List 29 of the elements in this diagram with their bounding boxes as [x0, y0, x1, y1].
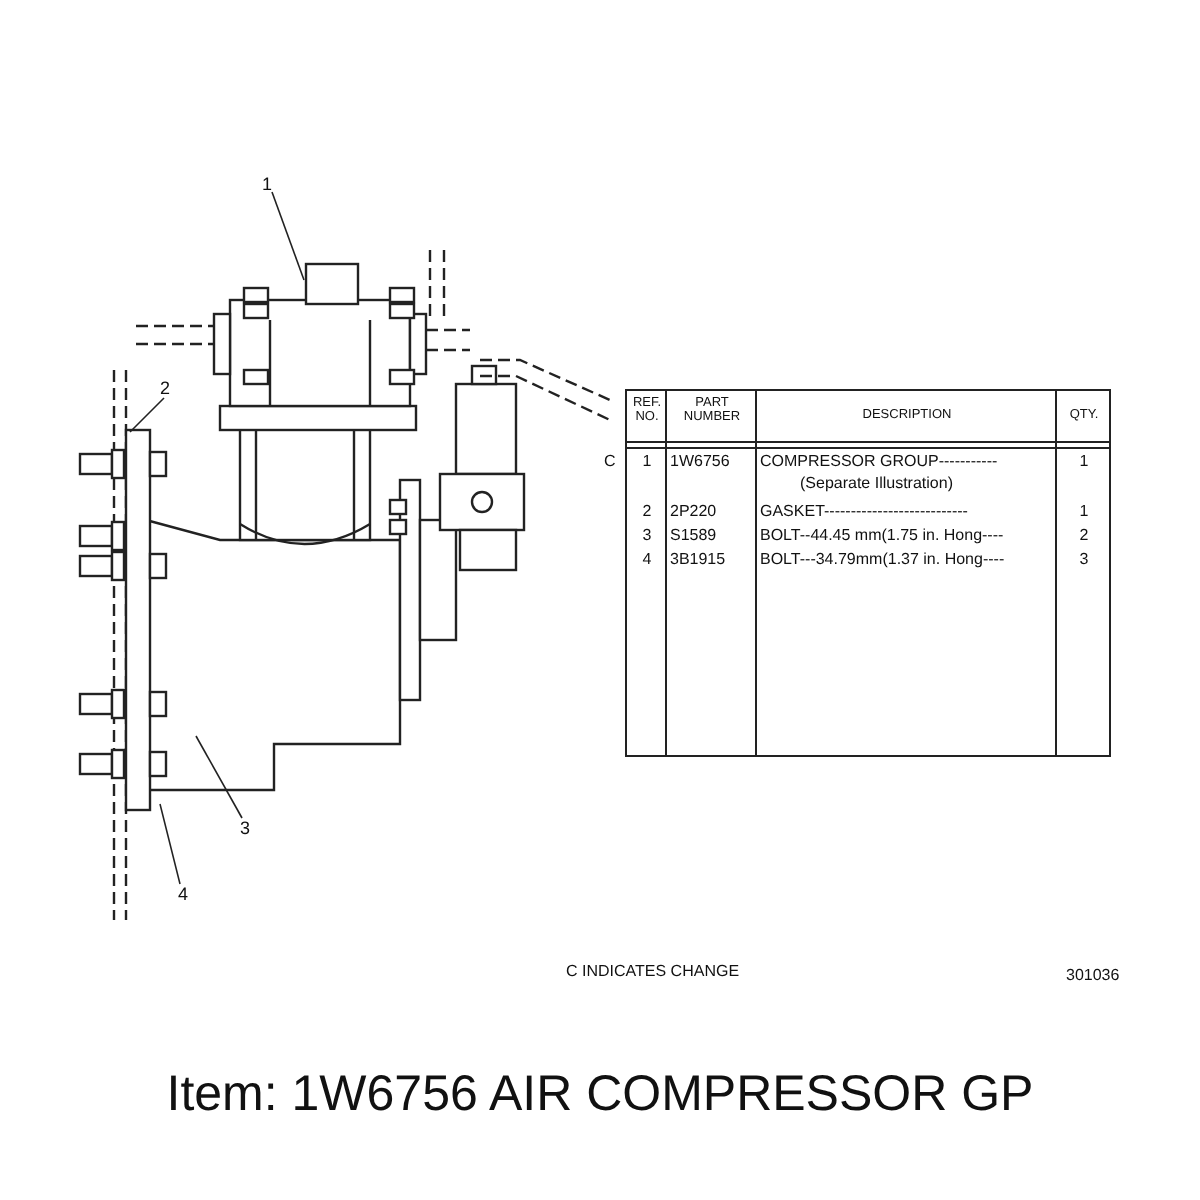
- quantity: 1: [1077, 454, 1091, 471]
- part-number: 1W6756: [670, 454, 730, 471]
- quantity: 1: [1077, 504, 1091, 521]
- note-text: C INDICATES CHANGE: [566, 964, 740, 981]
- item-title: Item: 1W6756 AIR COMPRESSOR GP: [164, 1068, 1036, 1121]
- callout-number: 2: [160, 380, 171, 399]
- leader-line: [159, 803, 181, 885]
- ref-number: 2: [640, 504, 654, 521]
- part-description: BOLT--44.45 mm(1.75 in. Hong----: [760, 528, 1004, 545]
- quantity: 3: [1077, 552, 1091, 569]
- ref-number: 3: [640, 528, 654, 545]
- part-description: GASKET---------------------------: [760, 504, 968, 521]
- part-number: S1589: [670, 528, 717, 545]
- part-number: 3B1915: [670, 552, 726, 569]
- drawing-number: 301036: [1066, 968, 1120, 985]
- leader-line: [195, 735, 243, 819]
- leader-line: [129, 397, 165, 433]
- callout-number: 4: [178, 886, 189, 905]
- part-number: 2P220: [670, 504, 717, 521]
- callout-number: 3: [240, 820, 251, 839]
- callout-number: 1: [262, 176, 273, 195]
- ref-number: 4: [640, 552, 654, 569]
- change-mark: C: [604, 454, 616, 471]
- part-description: COMPRESSOR GROUP-----------: [760, 454, 998, 471]
- ref-number: 1: [640, 454, 654, 471]
- leader-line: [271, 191, 305, 281]
- quantity: 2: [1077, 528, 1091, 545]
- part-description: (Separate Illustration): [800, 476, 953, 493]
- part-description: BOLT---34.79mm(1.37 in. Hong----: [760, 552, 1005, 569]
